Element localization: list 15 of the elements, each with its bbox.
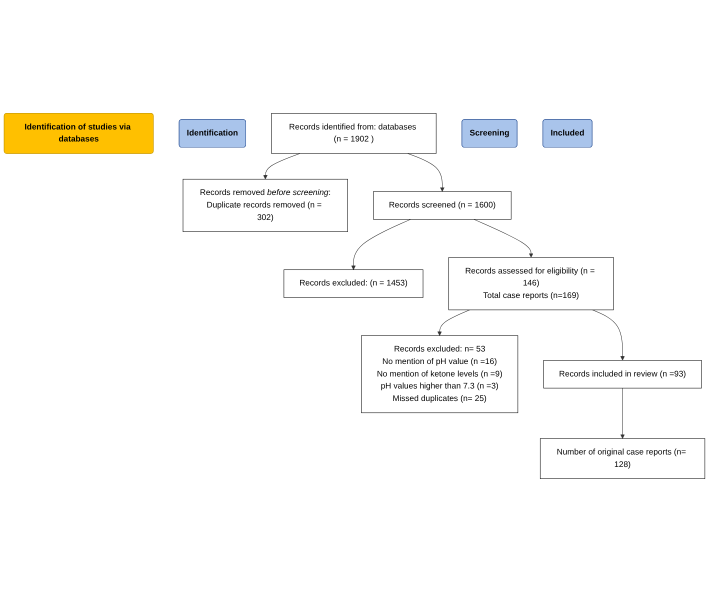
node-box: Records identified from: databases (n = 1902 ) [271,113,436,154]
node-box: Records excluded: n= 53 No mention of pH value (n =16) No mention of ketone levels (n =9) pH values higher than 7.3 (n =3) Missed duplicates (n= 25) [361,335,518,414]
node-box: Records screened (n = 1600) [373,191,512,220]
arrow [620,388,625,439]
node-box: Records excluded: (n = 1453) [284,270,424,298]
arrow [407,153,445,192]
arrow [351,219,411,270]
node-box: Records included in review (n =93) [543,360,702,388]
node-box: Number of original case reports (n= 128) [540,438,706,479]
node-box: Records removed before screening: Duplicate records removed (n = 302) [182,178,348,232]
node-box: Records assessed for eligibility (n = 146) Total case reports (n=169) [448,257,614,310]
arrow [437,310,470,336]
arrow [592,310,625,361]
arrow [263,153,300,180]
arrow [474,219,534,258]
